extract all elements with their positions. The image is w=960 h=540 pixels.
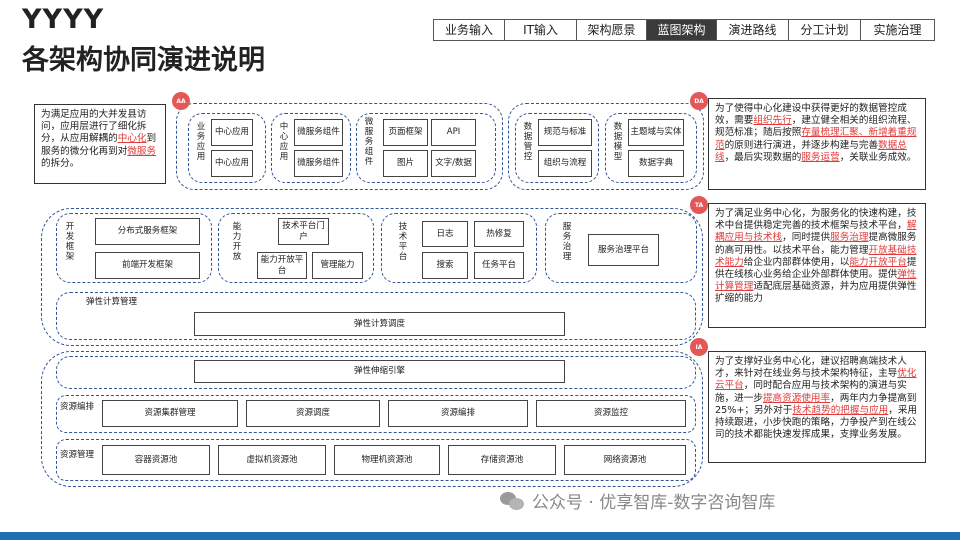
ta-elastic-label: 弹性计算管理 xyxy=(86,297,138,307)
page-title: 各架构协同演进说明 xyxy=(22,45,265,76)
ta-tech-group xyxy=(381,213,537,283)
ta-dev-group xyxy=(56,213,212,283)
da-model-group xyxy=(605,113,697,183)
aa-note: 为满足应用的大并发县访问，应用层进行了细化拆分，从应用解耦的中心化到服务的微分化… xyxy=(34,104,166,184)
ta-dev-item-distributed: 分布式服务框架 xyxy=(95,218,200,245)
aa-micro-item-image: 图片 xyxy=(383,150,428,177)
da-gov-item-org: 组织与流程 xyxy=(538,150,592,177)
ia-scaling-group xyxy=(56,356,696,389)
ia-pool-item-physical: 物理机资源池 xyxy=(334,445,440,475)
aa-biz-app-item-2: 中心应用 xyxy=(211,150,253,177)
aa-layer-frame xyxy=(176,103,503,190)
ta-tech-item-task: 任务平台 xyxy=(474,252,524,279)
ia-layer-frame xyxy=(41,351,703,487)
ia-pool-item-container: 容器资源池 xyxy=(102,445,210,475)
aa-center-app-label: 中心应用 xyxy=(279,122,289,162)
ta-svc-label: 服务治理 xyxy=(562,222,572,262)
ia-badge: IA xyxy=(690,338,708,356)
aa-center-app-item-1: 微服务组件 xyxy=(294,119,343,146)
tab-evolution-roadmap[interactable]: 演进路线 xyxy=(717,19,789,41)
ta-elastic-group xyxy=(56,292,696,340)
page-title-code: YYYY xyxy=(22,4,105,35)
ia-sched-item-orchestration: 资源编排 xyxy=(388,400,528,427)
ia-pool-item-network: 网络资源池 xyxy=(564,445,686,475)
aa-micro-item-api: API xyxy=(431,119,476,146)
tab-implementation[interactable]: 实施治理 xyxy=(861,19,935,41)
ta-tech-item-log: 日志 xyxy=(422,221,468,247)
ia-pool-label: 资源管理 xyxy=(60,450,95,460)
tab-architecture-vision[interactable]: 架构愿景 xyxy=(577,19,647,41)
aa-center-app-item-2: 微服务组件 xyxy=(294,150,343,177)
stage-nav: 业务输入 IT输入 架构愿景 蓝图架构 演进路线 分工计划 实施治理 xyxy=(433,19,935,41)
ta-dev-label: 开发框架 xyxy=(65,222,75,262)
aa-micro-item-text: 文字/数据 xyxy=(431,150,476,177)
ia-note: 为了支撑好业务中心化，建议招聘高端技术人才，来针对在线业务与技术架构特征，主导优… xyxy=(708,351,926,463)
ia-pool-item-storage: 存储资源池 xyxy=(448,445,556,475)
ta-cap-label: 能力开放 xyxy=(232,222,242,262)
ta-cap-group xyxy=(218,213,374,283)
watermark-text: 公众号 · 优享智库-数字咨询智库 xyxy=(532,493,776,513)
da-model-item-dictionary: 数据字典 xyxy=(628,150,684,177)
tab-it-input[interactable]: IT输入 xyxy=(505,19,577,41)
da-model-item-subject: 主题域与实体 xyxy=(628,119,684,146)
ta-cap-item-portal: 技术平台门户 xyxy=(278,218,329,245)
ia-sched-label: 资源编排 xyxy=(60,402,95,412)
ta-cap-item-open-platform: 能力开放平台 xyxy=(257,252,307,279)
aa-micro-label: 微服务组件 xyxy=(364,117,374,167)
da-note: 为了使得中心化建设中获得更好的数据管控成效，需要组织先行，建立健全相关的组织流程… xyxy=(708,98,926,190)
da-layer-frame xyxy=(508,103,704,190)
ta-svc-item-governance: 服务治理平台 xyxy=(588,234,659,266)
aa-micro-item-page-frame: 页面框架 xyxy=(383,119,428,146)
ta-note: 为了满足业务中心化，为服务化的快速构建，技术中台提供稳定完善的技术框架与技术平台… xyxy=(708,203,926,328)
ia-sched-group xyxy=(56,395,696,433)
aa-micro-group xyxy=(356,113,496,183)
ia-sched-item-cluster: 资源集群管理 xyxy=(102,400,238,427)
ia-pool-group xyxy=(56,439,696,481)
aa-center-app-group xyxy=(271,113,351,183)
tab-blueprint[interactable]: 蓝图架构 xyxy=(647,19,717,41)
footer-bar xyxy=(0,532,960,540)
wechat-icon xyxy=(500,490,526,512)
da-badge: DA xyxy=(690,92,708,110)
ta-dev-item-frontend: 前端开发框架 xyxy=(95,252,200,279)
ia-sched-item-monitor: 资源监控 xyxy=(536,400,686,427)
ia-pool-item-vm: 虚拟机资源池 xyxy=(218,445,326,475)
ta-cap-item-mgmt: 管理能力 xyxy=(312,252,363,279)
da-gov-label: 数据管控 xyxy=(523,122,533,162)
ia-sched-item-scheduling: 资源调度 xyxy=(246,400,380,427)
aa-badge: AA xyxy=(172,92,190,110)
ia-scaling-engine: 弹性伸缩引擎 xyxy=(194,360,565,383)
aa-biz-app-label: 业务应用 xyxy=(196,122,206,162)
ta-layer-frame xyxy=(41,208,703,346)
ta-elastic-scheduling: 弹性计算调度 xyxy=(194,312,565,336)
da-gov-group xyxy=(515,113,599,183)
tab-business-input[interactable]: 业务输入 xyxy=(433,19,505,41)
ta-badge: TA xyxy=(690,196,708,214)
ta-svc-group xyxy=(545,213,697,283)
aa-biz-app-group xyxy=(188,113,266,183)
tab-work-plan[interactable]: 分工计划 xyxy=(789,19,861,41)
ta-tech-item-search: 搜索 xyxy=(422,252,468,279)
da-gov-item-standard: 规范与标准 xyxy=(538,119,592,146)
watermark: 公众号 · 优享智库-数字咨询智库 xyxy=(500,488,775,513)
da-model-label: 数据模型 xyxy=(613,122,623,162)
aa-biz-app-item-1: 中心应用 xyxy=(211,119,253,146)
ta-tech-label: 技术平台 xyxy=(398,222,408,262)
ta-tech-item-hotfix: 热修复 xyxy=(474,221,524,247)
